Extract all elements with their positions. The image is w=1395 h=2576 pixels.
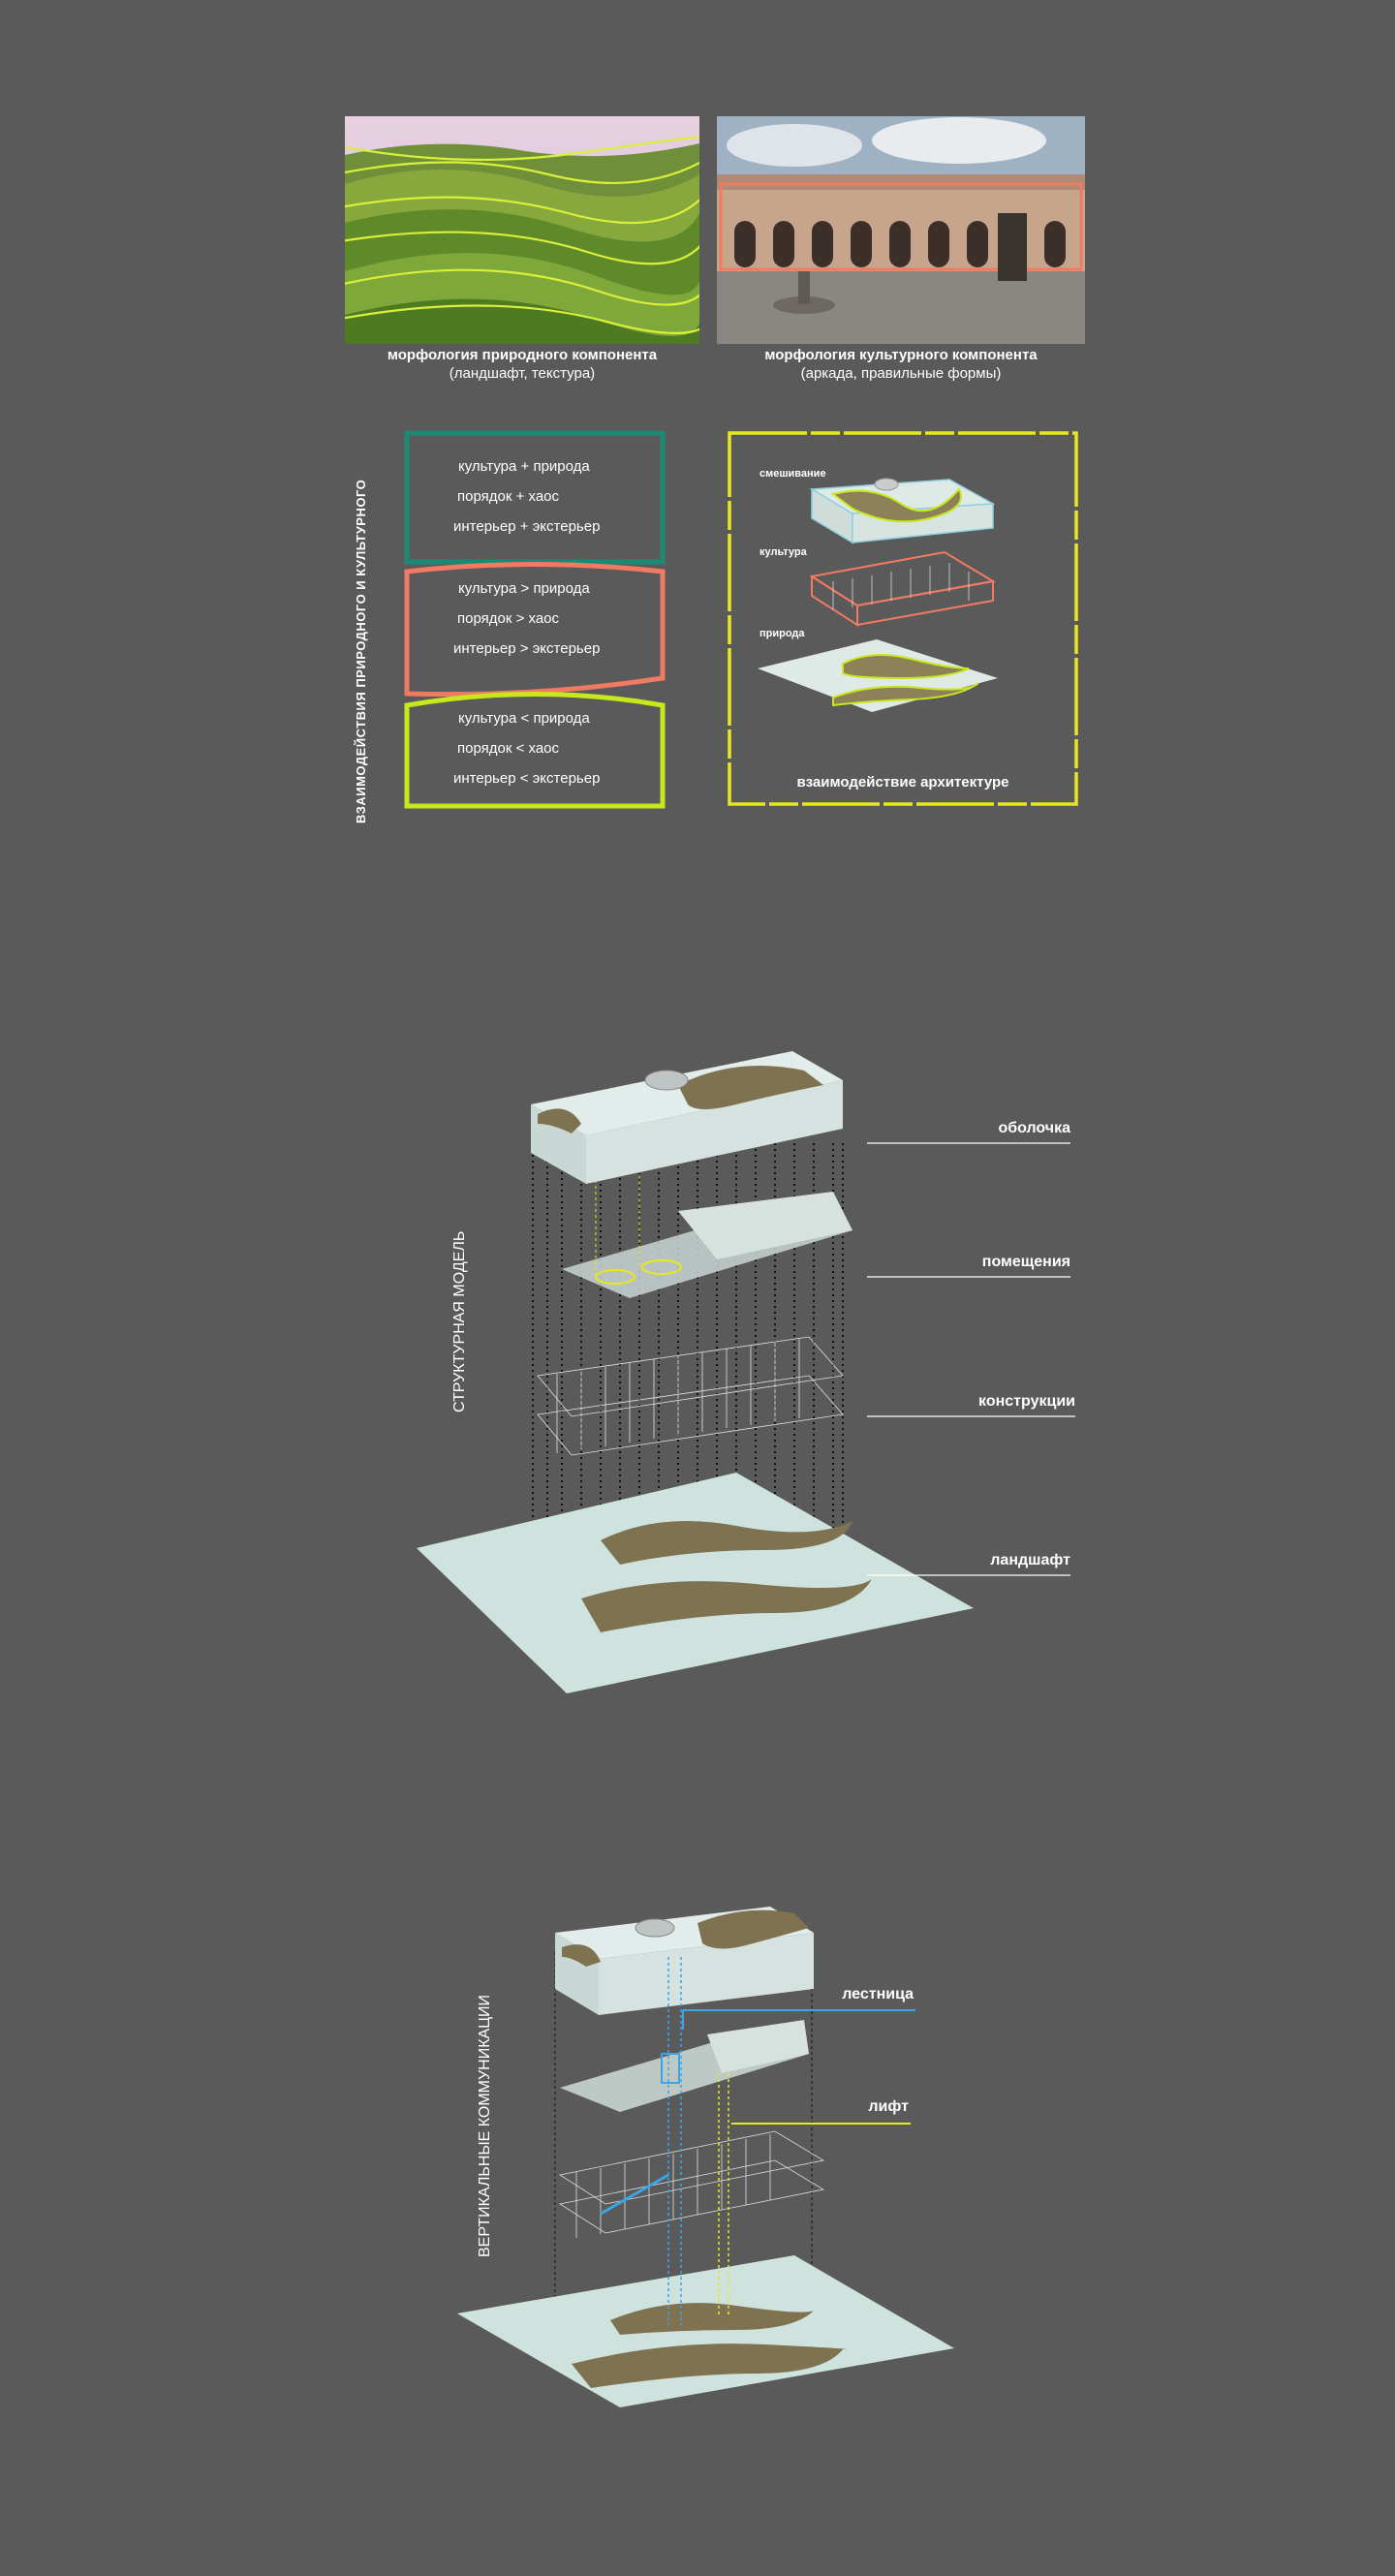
vertical-communications-title: ВЕРТИКАЛЬНЫЕ КОММУНИКАЦИИ xyxy=(477,1994,493,2257)
coral-box-line-3: интерьер > экстерьер xyxy=(453,640,601,657)
arcade-image xyxy=(717,116,1085,344)
lime-box-line-3: интерьер < экстерьер xyxy=(453,770,601,787)
lift-label: лифт xyxy=(868,2098,909,2115)
lime-box-line-1: культура < природа xyxy=(458,710,590,727)
structural-model-title: СТРУКТУРНАЯ МОДЕЛЬ xyxy=(451,1230,468,1412)
green-box-line-3: интерьер + экстерьер xyxy=(453,518,601,535)
coral-box-line-1: культура > природа xyxy=(458,580,590,597)
interaction-side-label: ВЗАИМОДЕЙСТВИЯ ПРИРОДНОГО И КУЛЬТУРНОГО xyxy=(354,479,368,823)
layer-rooms-label: помещения xyxy=(981,1254,1070,1270)
architecture-caption: взаимодействие архитектуре xyxy=(796,774,1009,791)
lime-box-line-2: порядок < хаос xyxy=(457,740,560,757)
layer-label-nature: природа xyxy=(760,628,805,639)
stair-label: лестница xyxy=(842,1986,914,2002)
natural-morphology-title: морфология природного компонента xyxy=(387,347,658,363)
layer-structure-label: конструкции xyxy=(978,1393,1075,1410)
landscape-image xyxy=(345,116,699,344)
green-box-line-1: культура + природа xyxy=(458,458,590,475)
layer-landscape-label: ландшафт xyxy=(990,1552,1070,1568)
cultural-morphology-title: морфология культурного компонента xyxy=(764,347,1038,363)
layer-shell-label: оболочка xyxy=(998,1120,1070,1136)
layer-label-culture: культура xyxy=(760,546,807,558)
cultural-morphology-subtitle: (аркада, правильные формы) xyxy=(800,365,1002,382)
coral-box-line-2: порядок > хаос xyxy=(457,610,560,627)
layer-label-blend: смешивание xyxy=(760,468,826,480)
natural-morphology-subtitle: (ландшафт, текстура) xyxy=(449,365,596,382)
green-box-line-2: порядок + хаос xyxy=(457,488,560,505)
